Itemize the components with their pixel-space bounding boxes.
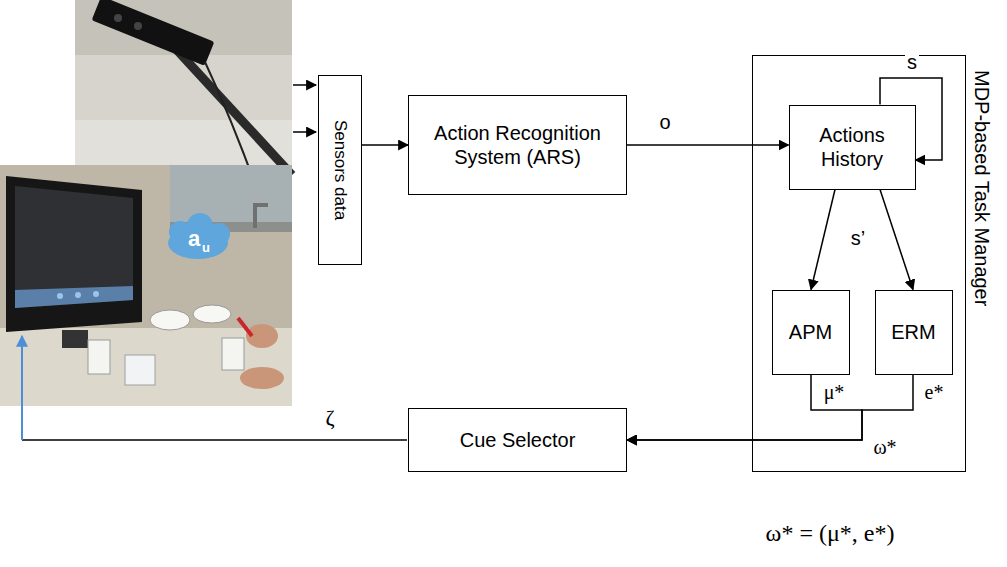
input-box: Sensors data bbox=[318, 75, 362, 265]
flow-connector bbox=[880, 78, 942, 160]
model-box: ERM bbox=[875, 290, 953, 375]
process-box: Actions History bbox=[789, 105, 916, 190]
cue-wire bbox=[22, 439, 407, 441]
flow-connector bbox=[362, 144, 408, 146]
flow-connector bbox=[627, 375, 862, 441]
kitchen-window bbox=[170, 165, 292, 227]
box-text: Sensors data bbox=[330, 120, 350, 220]
edge-label: s’ bbox=[849, 227, 867, 249]
thought-subscript: u bbox=[202, 241, 210, 255]
model-box: APM bbox=[772, 290, 850, 375]
monitor-icon bbox=[93, 291, 99, 297]
edge-label: o bbox=[657, 111, 672, 133]
process-box: Cue Selector bbox=[408, 408, 627, 472]
kitchen-tap bbox=[255, 205, 268, 228]
jug bbox=[125, 355, 155, 385]
bowl bbox=[150, 310, 190, 330]
formula: ω* = (μ*, e*) bbox=[766, 520, 895, 546]
frame-heading: MDP-based Task Manager bbox=[970, 70, 994, 306]
spoon bbox=[238, 318, 252, 336]
edge-label: μ* bbox=[822, 381, 847, 403]
box-text: Action Recognition System (ARS) bbox=[425, 121, 610, 169]
kitchen-wall bbox=[0, 165, 292, 406]
edge-label: s bbox=[905, 51, 919, 73]
camera-lens bbox=[114, 14, 122, 22]
thought-text: a bbox=[188, 227, 200, 251]
monitor-stand bbox=[62, 330, 88, 348]
signal-name: ω* bbox=[873, 436, 896, 458]
camera-body bbox=[92, 0, 215, 66]
kitchen-photo bbox=[0, 165, 292, 406]
flow-connector bbox=[880, 190, 913, 290]
sensor-arrow bbox=[293, 131, 316, 133]
monitor-bar bbox=[15, 286, 133, 308]
box-text: Cue Selector bbox=[460, 428, 576, 452]
camera-pole bbox=[175, 48, 292, 175]
flow-connector bbox=[811, 190, 835, 290]
sensor-arrow bbox=[293, 84, 316, 86]
box-text: APM bbox=[789, 320, 832, 344]
monitor-icon bbox=[75, 292, 81, 298]
signal-name: ζ bbox=[325, 406, 334, 430]
process-box: Action Recognition System (ARS) bbox=[408, 95, 627, 195]
thought-cloud bbox=[168, 213, 230, 259]
box-text: Actions History bbox=[790, 123, 915, 171]
flow-connector bbox=[627, 144, 789, 146]
monitor-frame bbox=[6, 176, 142, 332]
bowl bbox=[193, 305, 231, 323]
mug bbox=[222, 338, 244, 370]
monitor-icon bbox=[57, 293, 63, 299]
manager-frame: MDP-based Task ManagerActions HistoryAPM… bbox=[752, 55, 966, 472]
cloud-shape bbox=[208, 223, 230, 245]
box-text: ERM bbox=[891, 320, 935, 344]
mug bbox=[88, 340, 110, 374]
flow-connector bbox=[627, 375, 913, 441]
cue-arrow bbox=[21, 336, 23, 440]
monitor-screen bbox=[15, 186, 133, 308]
camera-lens bbox=[134, 22, 142, 30]
edge-label: e* bbox=[923, 381, 946, 403]
hand bbox=[240, 367, 284, 389]
